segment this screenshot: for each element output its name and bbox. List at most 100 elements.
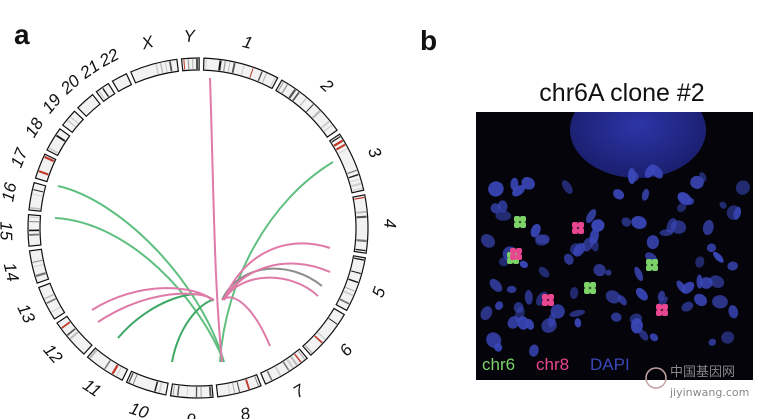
dapi-chromosome — [677, 202, 687, 213]
fish-signals — [507, 216, 668, 316]
chromosome-band — [299, 97, 307, 107]
dapi-chromosome — [719, 201, 727, 209]
link-pink-5 — [221, 296, 271, 347]
chromosome-label: 10 — [127, 399, 151, 419]
fish-signal — [656, 304, 662, 310]
chromosome-band — [356, 239, 367, 243]
chromosome-band — [290, 356, 298, 366]
chromosome-band — [328, 318, 338, 325]
chromosome-band — [98, 90, 106, 100]
chromosome-band — [297, 350, 306, 360]
chromosome-band — [261, 73, 268, 83]
chromosome-band — [249, 68, 254, 78]
chromosome-band — [67, 119, 76, 128]
fish-signal — [590, 288, 596, 294]
dapi-chromosome — [535, 234, 550, 244]
chromosome-label: X — [139, 32, 157, 54]
dapi-chromosome — [727, 261, 738, 271]
fish-signal — [548, 300, 554, 306]
chromosome-band — [227, 61, 231, 72]
chromosome-band — [350, 270, 361, 275]
chromosome-segment — [301, 307, 346, 357]
chromosome-segment — [61, 110, 85, 134]
chromosome-band — [30, 206, 41, 210]
fish-signal — [652, 259, 658, 265]
chromosome-label: 9 — [186, 410, 197, 419]
link-green-3 — [219, 161, 334, 363]
chromosome-band — [183, 59, 186, 70]
dapi-chromosome — [638, 329, 649, 341]
chromosome-label: 13 — [13, 301, 39, 327]
dapi-chromosome — [530, 223, 541, 238]
chromosome-label: 14 — [0, 261, 23, 284]
legend-chr8: chr8 — [536, 355, 569, 374]
circos-plot: 12345678910111213141516171819202122XY — [0, 26, 399, 419]
chromosome-band — [69, 331, 79, 340]
dapi-chromosome — [517, 316, 529, 330]
chromosome-segment — [76, 93, 101, 118]
dapi-chromosome — [591, 219, 605, 232]
fish-signal — [520, 216, 526, 222]
dapi-chromosome — [690, 175, 704, 189]
chromosome-band — [306, 104, 314, 113]
link-green-1 — [57, 185, 225, 363]
fish-micrograph: chr6 chr8 DAPI — [476, 112, 753, 380]
chromosome-band — [348, 278, 359, 284]
fish-signal — [510, 254, 516, 260]
link-green-5 — [171, 299, 215, 363]
dapi-chromosome — [635, 287, 648, 301]
dapi-chromosome — [498, 257, 509, 267]
dapi-chromosome — [681, 301, 694, 312]
fish-signal — [590, 282, 596, 288]
circos-links — [54, 77, 334, 363]
chromosome-label: 16 — [0, 181, 21, 204]
chromosome-label: 19 — [38, 90, 65, 117]
chromosome-label: 17 — [7, 145, 32, 170]
dapi-chromosome — [611, 312, 622, 322]
chromosome-band — [353, 257, 365, 261]
chromosome-band — [169, 61, 173, 72]
dapi-chromosome — [605, 290, 621, 304]
chromosome-label: 3 — [364, 144, 385, 161]
fish-signal — [510, 248, 516, 254]
chromosome-band — [48, 147, 59, 154]
watermark-text-url: jiyinwang.com — [669, 386, 749, 399]
chromosome-band — [355, 248, 366, 252]
fish-signal — [662, 310, 668, 316]
chromosome-band — [232, 383, 236, 394]
dapi-chromosome — [712, 251, 724, 263]
chromosome-segment — [202, 57, 279, 90]
dapi-chromosome — [512, 184, 526, 197]
fish-signal — [542, 300, 548, 306]
fish-signal — [520, 222, 526, 228]
chromosome-segment — [335, 255, 367, 312]
chromosome-band — [218, 60, 222, 71]
dapi-chromosome — [696, 274, 703, 289]
link-green-4 — [117, 293, 213, 339]
dapi-chromosome — [650, 165, 664, 179]
watermark-logo-icon — [645, 367, 667, 389]
chromosome-label: 4 — [380, 218, 399, 228]
chromosome-label: 1 — [241, 32, 255, 53]
chromosome-band — [254, 376, 259, 386]
chromosome-band — [331, 136, 341, 143]
chromosome-segment — [111, 73, 133, 93]
dapi-chromosome — [497, 200, 508, 213]
dapi-chromosome — [712, 295, 728, 309]
chromosome-segment — [125, 370, 169, 396]
chromosome-band — [282, 361, 290, 371]
chromosome-segment — [34, 153, 57, 183]
chromosome-band — [132, 374, 138, 385]
chromosome-band — [51, 306, 61, 313]
fish-signal — [514, 216, 520, 222]
chromosome-band — [288, 89, 297, 99]
chromosome-band — [44, 155, 55, 163]
panel-b-title: chr6A clone #2 — [539, 79, 704, 107]
chromosome-band — [154, 381, 159, 392]
dapi-chromosome — [585, 209, 597, 224]
fish-signal — [516, 254, 522, 260]
dapi-chromosome — [666, 218, 677, 234]
dapi-chromosome — [563, 253, 574, 265]
chromosome-band — [46, 298, 56, 304]
chromosome-band — [223, 61, 226, 72]
